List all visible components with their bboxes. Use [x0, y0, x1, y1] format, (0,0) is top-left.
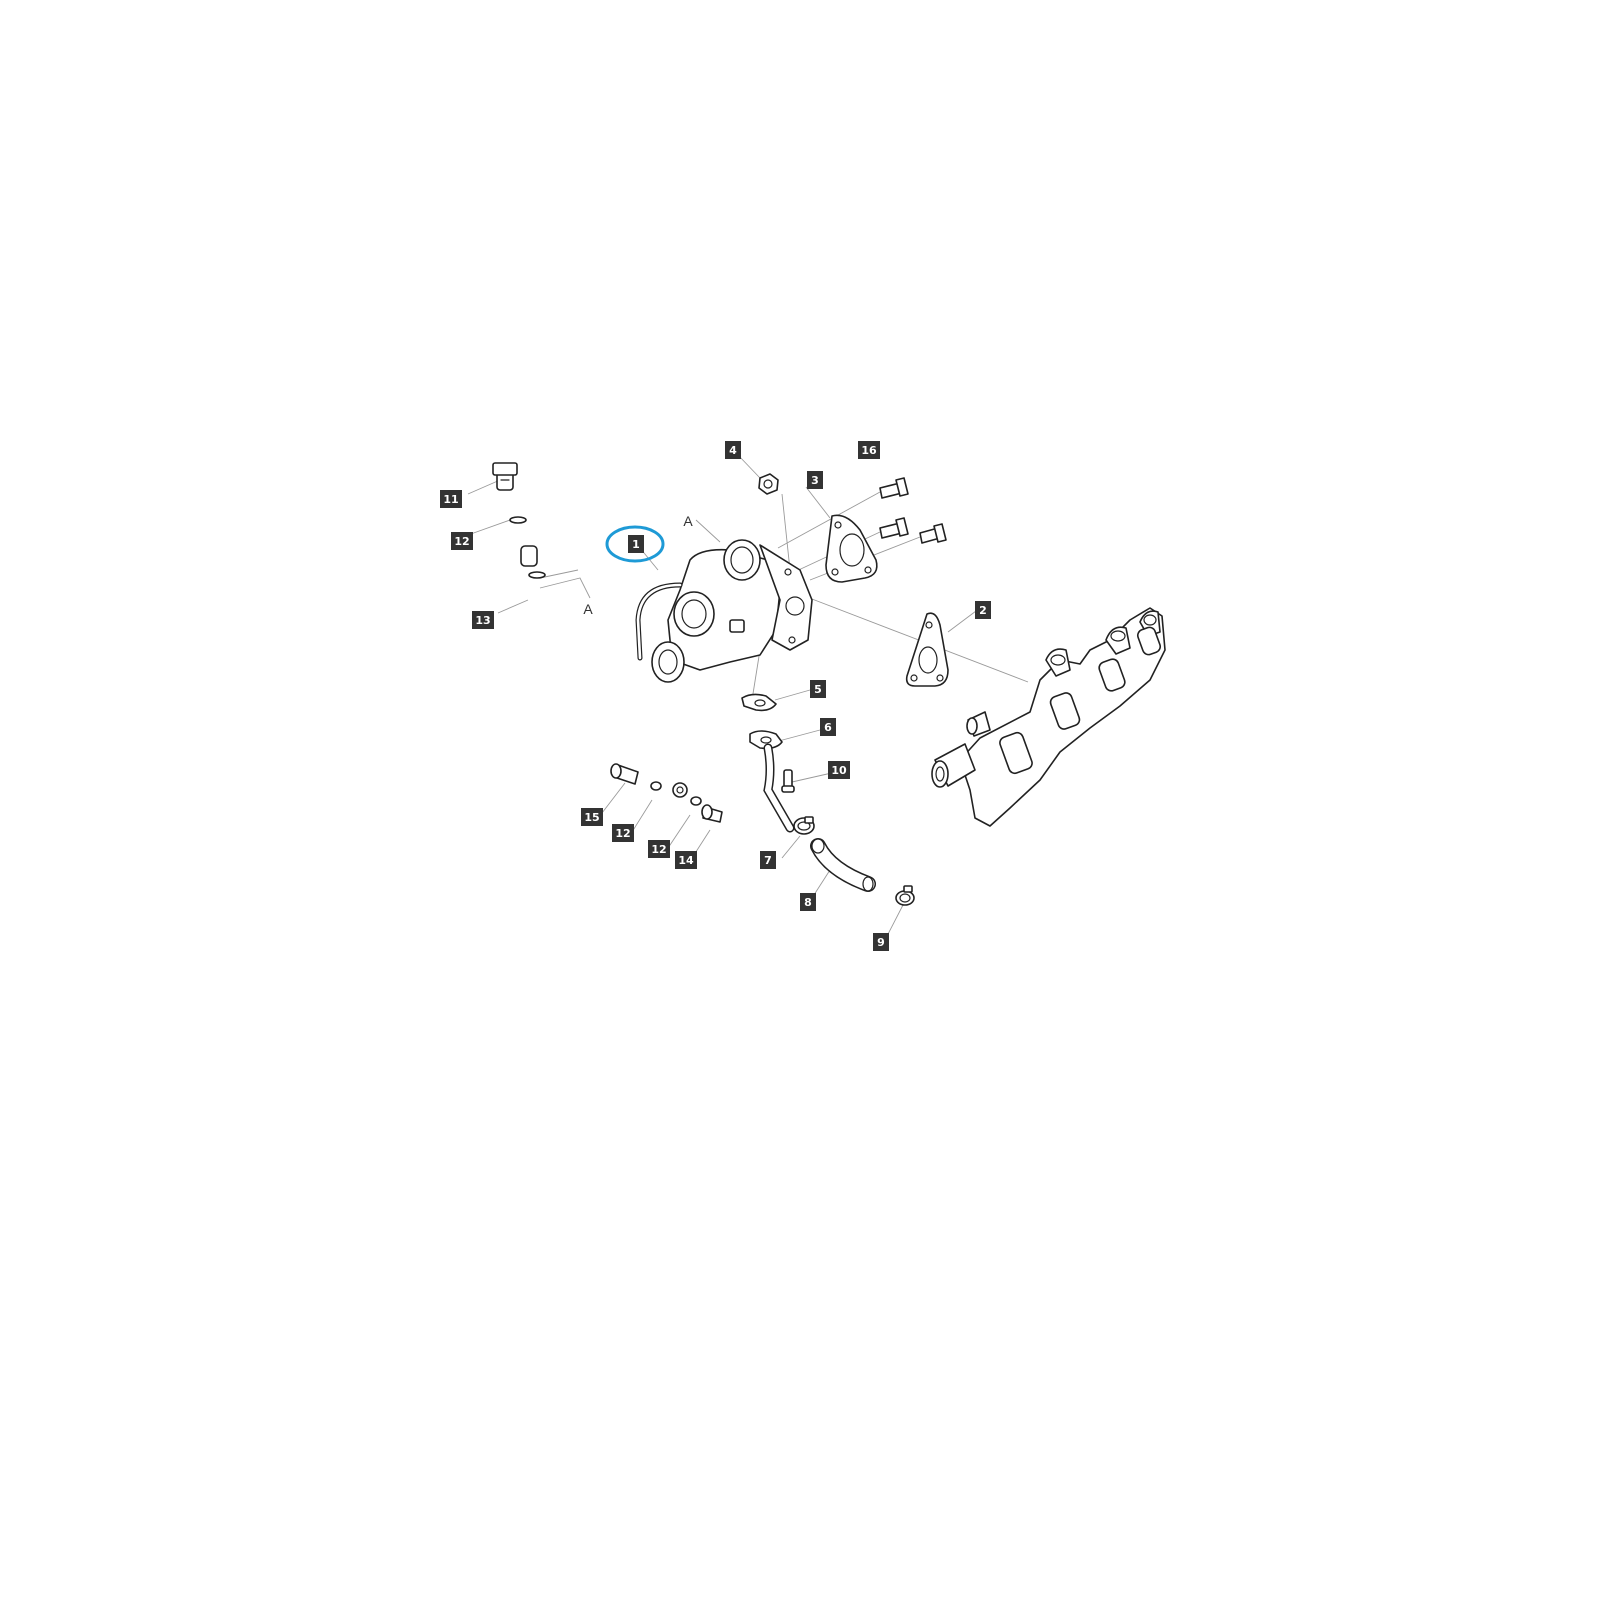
part-oil-feed-pipe — [511, 545, 689, 798]
callout-14-text: 14 — [678, 854, 694, 867]
callout-7-text: 7 — [764, 854, 772, 867]
callout-3-text: 3 — [811, 474, 819, 487]
callout-5-text: 5 — [814, 683, 822, 696]
callout-12c[interactable]: 12 — [648, 840, 670, 858]
part-fittings-lower — [610, 763, 723, 823]
callout-2-text: 2 — [979, 604, 987, 617]
callout-4[interactable]: 4 — [725, 441, 741, 459]
callout-8-text: 8 — [804, 896, 812, 909]
callout-12a[interactable]: 12 — [451, 532, 473, 550]
callout-highlight-ring — [605, 525, 665, 563]
callout-12c-text: 12 — [651, 843, 666, 856]
part-studs — [879, 477, 947, 544]
reference-letters: A A — [583, 513, 693, 617]
callout-13[interactable]: 13 — [472, 611, 494, 629]
reference-letter-a-turbo: A — [683, 513, 693, 529]
reference-letter-a-pipe: A — [583, 601, 593, 617]
callout-13-text: 13 — [475, 614, 490, 627]
callout-10-text: 10 — [831, 764, 847, 777]
callout-3[interactable]: 3 — [807, 471, 823, 489]
callout-5[interactable]: 5 — [810, 680, 826, 698]
callout-14[interactable]: 14 — [675, 851, 697, 869]
callout-10[interactable]: 10 — [828, 761, 850, 779]
part-oil-return-pipe — [749, 730, 795, 833]
part-hose-clamp-upper — [793, 816, 815, 835]
part-washer-top — [509, 516, 546, 579]
part-hose-clamp-lower — [895, 885, 915, 906]
callout-1[interactable]: 1 — [628, 535, 644, 553]
callout-7[interactable]: 7 — [760, 851, 776, 869]
part-bolt-small — [781, 769, 795, 793]
part-oil-flange-gasket — [741, 693, 777, 712]
callout-11[interactable]: 11 — [440, 490, 462, 508]
part-exhaust-manifold — [931, 607, 1166, 827]
part-nut — [758, 473, 779, 495]
part-gasket-upper — [825, 514, 878, 583]
callout-16-text: 16 — [861, 444, 877, 457]
part-banjo-bolt — [492, 462, 518, 491]
callout-15[interactable]: 15 — [581, 808, 603, 826]
part-rubber-hose — [810, 838, 876, 892]
callout-12b[interactable]: 12 — [612, 824, 634, 842]
callout-16[interactable]: 16 — [858, 441, 880, 459]
callout-2[interactable]: 2 — [975, 601, 991, 619]
callout-labels: 1 2 3 4 5 6 7 8 — [440, 441, 991, 951]
callout-9-text: 9 — [877, 936, 885, 949]
callout-12a-text: 12 — [454, 535, 469, 548]
callout-9[interactable]: 9 — [873, 933, 889, 951]
callout-11-text: 11 — [443, 493, 458, 506]
part-turbocharger — [635, 539, 813, 683]
callout-12b-text: 12 — [615, 827, 630, 840]
callout-8[interactable]: 8 — [800, 893, 816, 911]
part-gasket-lower — [905, 612, 949, 687]
callout-6-text: 6 — [824, 721, 832, 734]
callout-1-text: 1 — [632, 538, 640, 551]
callout-15-text: 15 — [584, 811, 599, 824]
callout-4-text: 4 — [729, 444, 737, 457]
callout-6[interactable]: 6 — [820, 718, 836, 736]
